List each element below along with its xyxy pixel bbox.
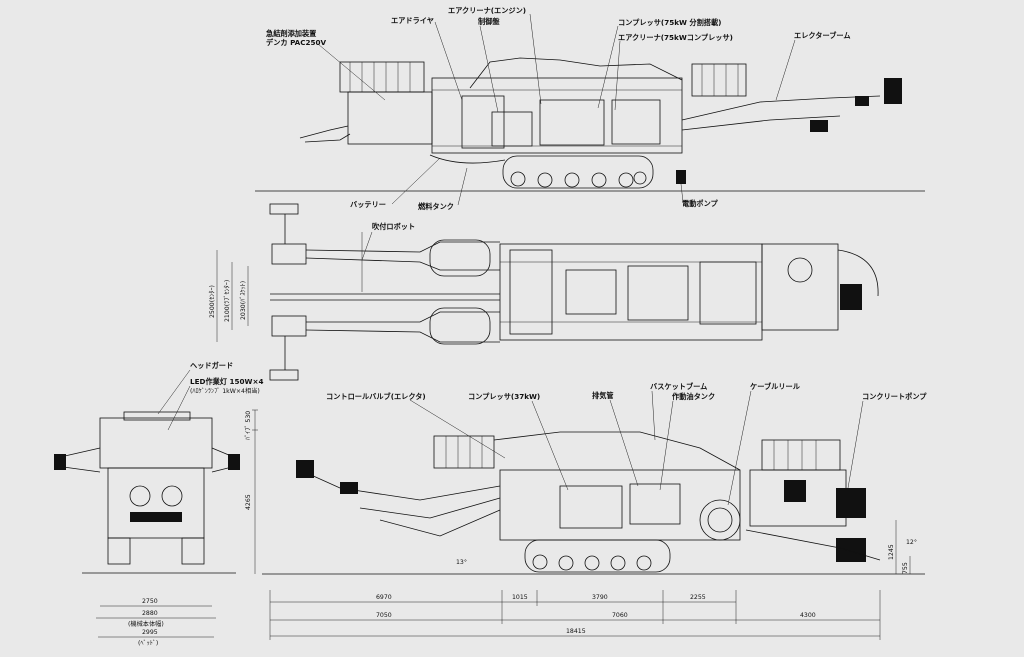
side-view-top: 急結剤添加装置 デンカ PAC250V エアドライヤ 制御盤 エアクリーナ(エン… <box>255 6 925 211</box>
dim-height: 4265 <box>245 494 252 510</box>
dim-mid-4300: 4300 <box>800 612 816 619</box>
label-compressor-37: コンプレッサ(37kW) <box>468 392 540 401</box>
dim-angle-left: 13° <box>456 558 467 566</box>
front-view: ヘッドガード LED作業灯 150W×4 (ﾊﾛｹﾞﾝﾗﾝﾌﾟ 1kW×4相当)… <box>54 361 263 647</box>
dim-front-2750: 2750 <box>142 598 158 605</box>
dim-seg-1015: 1015 <box>512 594 528 601</box>
plan-view: 2500(ｾﾝﾀｰ) 2100(ﾗﾌﾞｾﾝﾀｰ) 2030(ﾊﾞｽｹｯﾄ) <box>209 203 879 381</box>
front-machine <box>54 411 240 565</box>
dim-plan-2030: 2030(ﾊﾞｽｹｯﾄ) <box>240 281 247 320</box>
label-basket-boom: バスケットブーム <box>650 382 707 391</box>
dim-front-bed: (ﾍﾞｯﾄﾞ) <box>138 640 158 647</box>
dim-mid-7060: 7060 <box>612 612 628 619</box>
machine-body-plan <box>499 243 879 341</box>
label-erector-boom: エレクターブーム <box>794 31 851 40</box>
plan-dimensions: 2500(ｾﾝﾀｰ) 2100(ﾗﾌﾞｾﾝﾀｰ) 2030(ﾊﾞｽｹｯﾄ) <box>209 250 249 342</box>
label-air-cleaner-compressor: エアクリーナ(75kWコンプレッサ) <box>618 33 733 42</box>
label-hyd-tank: 作動油タンク <box>672 392 715 401</box>
front-labels: ヘッドガード LED作業灯 150W×4 (ﾊﾛｹﾞﾝﾗﾝﾌﾟ 1kW×4相当) <box>157 361 263 431</box>
dim-front-2880: 2880 <box>142 610 158 617</box>
dim-right-755: 755 <box>902 562 909 574</box>
label-electric-pump: 電動ポンプ <box>682 199 719 208</box>
callouts-top: 急結剤添加装置 デンカ PAC250V エアドライヤ 制御盤 エアクリーナ(エン… <box>266 6 851 211</box>
dim-seg-2255: 2255 <box>690 594 706 601</box>
label-robot: 吹付ロボット <box>372 222 415 231</box>
label-compressor: コンプレッサ(75kW 分割搭載) <box>618 18 721 27</box>
label-control-valve: コントロールバルブ(エレクタ) <box>326 392 426 401</box>
front-dimensions: 2750 2880 (機械本体幅) 2995 (ﾍﾞｯﾄﾞ) <box>96 598 216 647</box>
crawler-track-top <box>502 155 654 189</box>
side-view-bottom: コントロールバルブ(エレクタ) コンプレッサ(37kW) 排気管 バスケットブー… <box>245 382 927 640</box>
dim-front-2995: 2995 <box>142 629 158 636</box>
label-air-dryer: エアドライヤ <box>391 16 434 25</box>
dim-top-clear: ﾊﾟｲﾌﾟ 530 <box>245 411 252 440</box>
label-led-sub: (ﾊﾛｹﾞﾝﾗﾝﾌﾟ 1kW×4相当) <box>190 387 260 395</box>
label-head-guard: ヘッドガード <box>190 361 233 370</box>
dim-front-body-width: (機械本体幅) <box>128 620 164 628</box>
label-cable-reel: ケーブルリール <box>750 382 801 391</box>
label-control-panel: 制御盤 <box>478 17 500 26</box>
dim-plan-2500: 2500(ｾﾝﾀｰ) <box>209 285 216 318</box>
machine-body-bottom <box>296 431 881 562</box>
dim-mid-7050: 7050 <box>376 612 392 619</box>
dim-plan-2100: 2100(ﾗﾌﾞｾﾝﾀｰ) <box>224 280 231 322</box>
dim-total-18415: 18415 <box>566 628 586 635</box>
label-air-cleaner-engine: エアクリーナ(エンジン) <box>448 6 526 15</box>
dimensions-bottom: ﾊﾟｲﾌﾟ 530 4265 13° 12° 1245 755 6970 101… <box>245 409 917 640</box>
label-concrete-pump: コンクリートポンプ <box>862 392 927 401</box>
machine-body-top <box>299 57 902 184</box>
dim-seg-6970: 6970 <box>376 594 392 601</box>
robot-booms-plan <box>269 203 500 381</box>
callouts-bottom: コントロールバルブ(エレクタ) コンプレッサ(37kW) 排気管 バスケットブー… <box>326 382 927 506</box>
dim-angle-right: 12° <box>906 538 917 546</box>
label-battery: バッテリー <box>350 200 386 209</box>
label-fuel-tank: 燃料タンク <box>417 202 454 211</box>
dim-right-1245: 1245 <box>888 544 895 560</box>
label-led: LED作業灯 150W×4 <box>190 377 263 386</box>
crawler-track-bottom <box>524 539 671 573</box>
label-accelerator-2: デンカ PAC250V <box>266 38 327 47</box>
label-accelerator-1: 急結剤添加装置 <box>266 29 316 38</box>
dim-seg-3790: 3790 <box>592 594 608 601</box>
label-exhaust: 排気管 <box>592 391 614 400</box>
